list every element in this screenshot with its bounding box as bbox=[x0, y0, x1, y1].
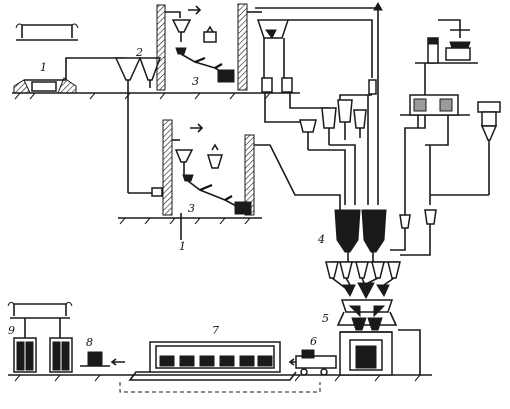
crane-top-left bbox=[15, 23, 79, 41]
top-right-dryer bbox=[427, 19, 471, 64]
label-8: 8 bbox=[86, 336, 93, 349]
main-bunkers-4 bbox=[334, 205, 437, 256]
lower-mill-unit-3 bbox=[128, 119, 341, 240]
label-6: 6 bbox=[310, 335, 317, 348]
hoppers-2 bbox=[114, 57, 162, 193]
label-7: 7 bbox=[212, 324, 219, 337]
figure-labels: 1 2 3 3 1 4 5 6 7 8 9 bbox=[8, 46, 329, 349]
exhaust-pipe bbox=[367, 1, 383, 205]
conveyor-6 bbox=[288, 349, 337, 376]
label-1-top: 1 bbox=[40, 61, 47, 74]
raw-material-pit bbox=[13, 57, 125, 94]
storage-racks-9 bbox=[7, 301, 73, 373]
upper-separator-unit bbox=[247, 7, 380, 95]
label-1-lower: 1 bbox=[179, 240, 186, 253]
label-9: 9 bbox=[8, 324, 15, 337]
press-machine bbox=[339, 329, 421, 376]
tunnel-kiln-7 bbox=[110, 341, 321, 393]
upper-mill-unit-3 bbox=[156, 3, 248, 91]
label-2: 2 bbox=[135, 46, 143, 59]
cyclone-group bbox=[264, 92, 372, 205]
label-5: 5 bbox=[322, 312, 329, 325]
label-3-lower: 3 bbox=[188, 202, 195, 215]
dispensers-5 bbox=[325, 252, 401, 331]
right-filter bbox=[430, 101, 501, 196]
right-mixer-tanks bbox=[404, 63, 459, 205]
label-4: 4 bbox=[317, 233, 325, 246]
label-3-upper: 3 bbox=[192, 75, 199, 88]
storage-area-8 bbox=[80, 351, 110, 367]
